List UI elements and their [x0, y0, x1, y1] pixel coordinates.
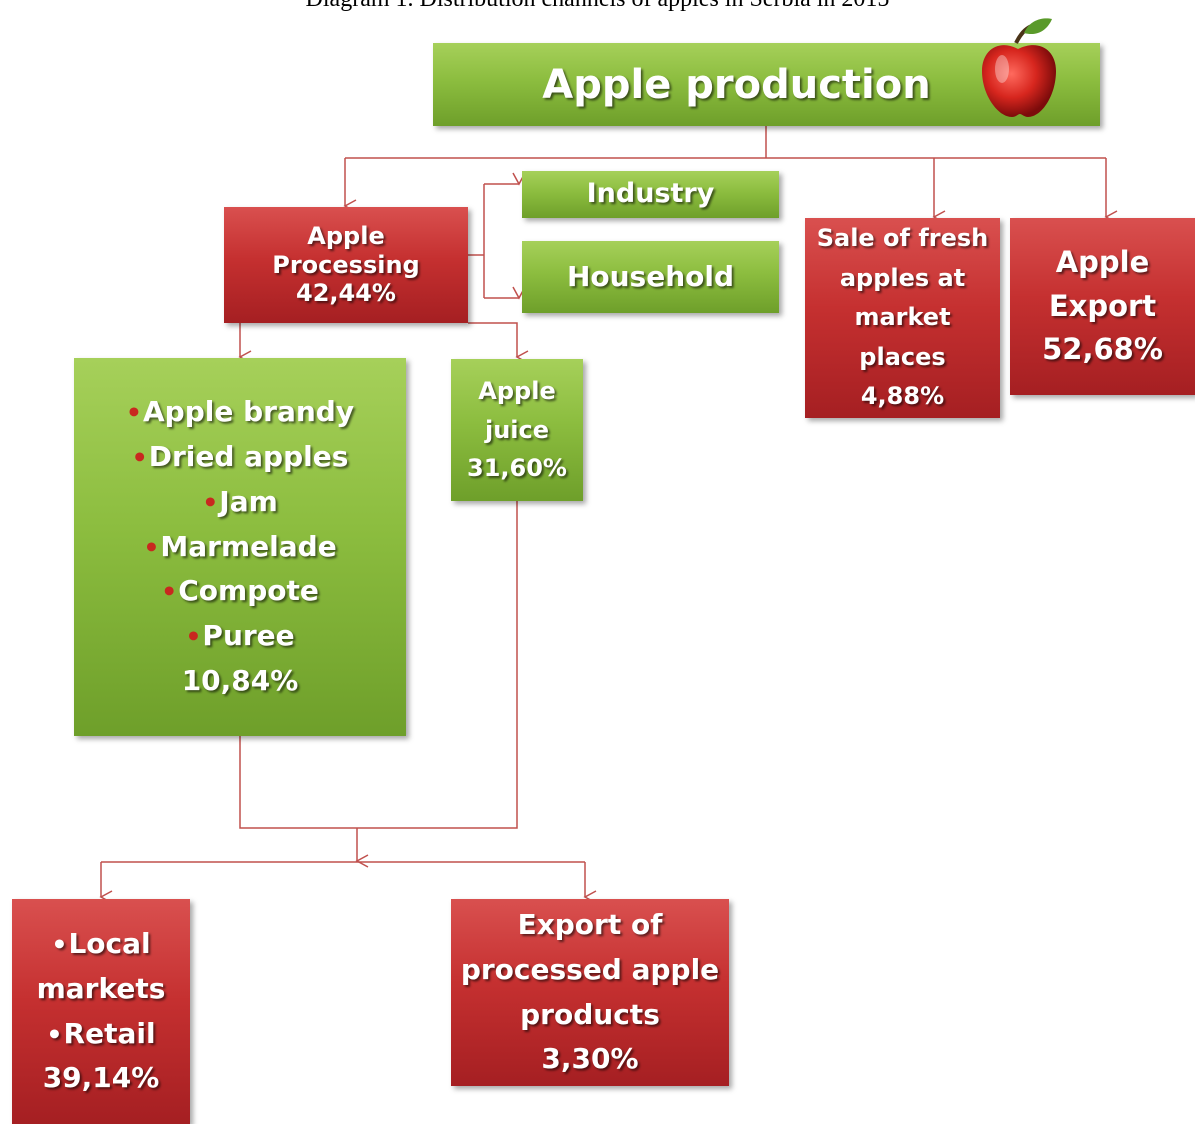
bullet-icon: •: [202, 487, 219, 517]
node-sale-fresh-percent: 4,88%: [860, 382, 945, 411]
bullet-icon: •: [46, 1019, 63, 1049]
product-item-label: Jam: [219, 484, 278, 518]
product-item: •Compote: [161, 569, 319, 614]
node-sale-fresh-line1: Sale of fresh: [816, 224, 989, 253]
local-item-2-label: Retail: [63, 1016, 156, 1050]
product-item-label: Dried apples: [148, 440, 349, 473]
node-apple-export: Apple Export 52,68%: [1010, 218, 1195, 395]
diagram-caption: Diagram 1. Distribution channels of appl…: [0, 0, 1195, 13]
node-apple-export-line1: Apple: [1055, 245, 1150, 280]
node-apple-processing-line1: Apple: [307, 221, 385, 250]
node-apple-production: Apple production: [433, 18, 1100, 126]
node-apple-export-line2: Export: [1048, 288, 1157, 323]
bullet-icon: •: [125, 398, 143, 428]
product-item-label: Marmelade: [160, 529, 337, 563]
bullet-icon: •: [51, 929, 68, 959]
product-item: •Apple brandy: [126, 390, 354, 435]
node-export-processed-percent: 3,30%: [541, 1042, 639, 1076]
node-processed-products: •Apple brandy •Dried apples •Jam •Marmel…: [74, 358, 406, 736]
node-household: Household: [522, 241, 779, 313]
apple-icon: [982, 18, 1056, 117]
product-item-label: Compote: [178, 574, 319, 608]
node-sale-fresh: Sale of fresh apples at market places 4,…: [805, 218, 1000, 418]
bullet-icon: •: [131, 443, 148, 472]
bullet-icon: •: [143, 532, 160, 562]
product-item: •Marmelade: [143, 525, 336, 570]
local-item-1: •Local: [51, 922, 150, 967]
node-local-markets-percent: 39,14%: [42, 1061, 160, 1095]
node-apple-export-percent: 52,68%: [1042, 332, 1163, 367]
node-sale-fresh-line4: places: [859, 342, 946, 371]
bullet-icon: •: [185, 622, 202, 652]
node-export-processed-line2: processed apple: [460, 952, 720, 986]
connector-products-merge: [239, 501, 518, 829]
node-apple-processing: Apple Processing 42,44%: [224, 207, 468, 323]
local-item-1b: markets: [36, 971, 166, 1005]
node-export-processed-line1: Export of: [517, 907, 663, 941]
connector-to-juice: [468, 322, 529, 364]
node-processed-products-percent: 10,84%: [181, 663, 299, 697]
product-item: •Dried apples: [132, 435, 349, 480]
node-sale-fresh-line2: apples at: [839, 263, 966, 292]
node-apple-juice-line2: juice: [484, 415, 550, 444]
node-export-processed-line3: products: [520, 997, 660, 1031]
node-household-label: Household: [566, 260, 735, 294]
local-item-2: •Retail: [46, 1012, 155, 1057]
node-apple-processing-line2: Processing: [272, 250, 420, 279]
node-local-markets: •Local markets •Retail 39,14%: [12, 899, 190, 1124]
node-export-processed: Export of processed apple products 3,30%: [451, 899, 729, 1086]
product-item: •Jam: [202, 480, 278, 525]
product-item: •Puree: [185, 614, 294, 659]
node-industry: Industry: [522, 171, 779, 218]
node-sale-fresh-line3: market: [854, 303, 951, 332]
node-apple-juice: Apple juice 31,60%: [451, 359, 583, 501]
node-industry-label: Industry: [586, 178, 715, 210]
local-item-1-label: Local: [68, 926, 151, 960]
product-item-label: Apple brandy: [143, 395, 355, 429]
bullet-icon: •: [161, 577, 178, 607]
node-apple-juice-line1: Apple: [478, 377, 556, 406]
product-item-label: Puree: [202, 619, 295, 653]
node-apple-juice-percent: 31,60%: [467, 454, 567, 483]
node-apple-production-title: Apple production: [542, 61, 931, 108]
node-apple-processing-percent: 42,44%: [296, 279, 396, 308]
